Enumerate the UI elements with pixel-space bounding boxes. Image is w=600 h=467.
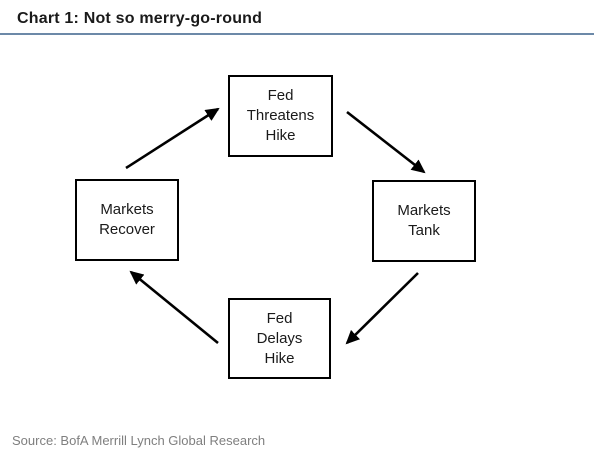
node-markets-tank-label: Markets Tank [397,202,451,239]
chart-title: Chart 1: Not so merry-go-round [17,10,263,27]
arrow-tank-to-delays-icon [345,272,419,345]
source-attribution: Source: BofA Merrill Lynch Global Resear… [12,433,266,448]
node-fed-threatens-hike: Fed Threatens Hike [228,75,333,157]
arrow-recover-to-threatens-icon [125,107,220,170]
node-fed-delays-hike: Fed Delays Hike [228,298,331,379]
title-underline-rule [0,33,594,35]
node-markets-tank: Markets Tank [372,180,476,262]
node-fed-threatens-hike-label: Fed Threatens Hike [246,87,315,144]
node-markets-recover: Markets Recover [75,179,179,261]
arrow-threatens-to-tank-icon [346,110,426,174]
node-fed-delays-hike-label: Fed Delays Hike [256,309,303,367]
node-markets-recover-label: Markets Recover [99,201,155,238]
arrow-delays-to-recover-icon [129,270,219,345]
